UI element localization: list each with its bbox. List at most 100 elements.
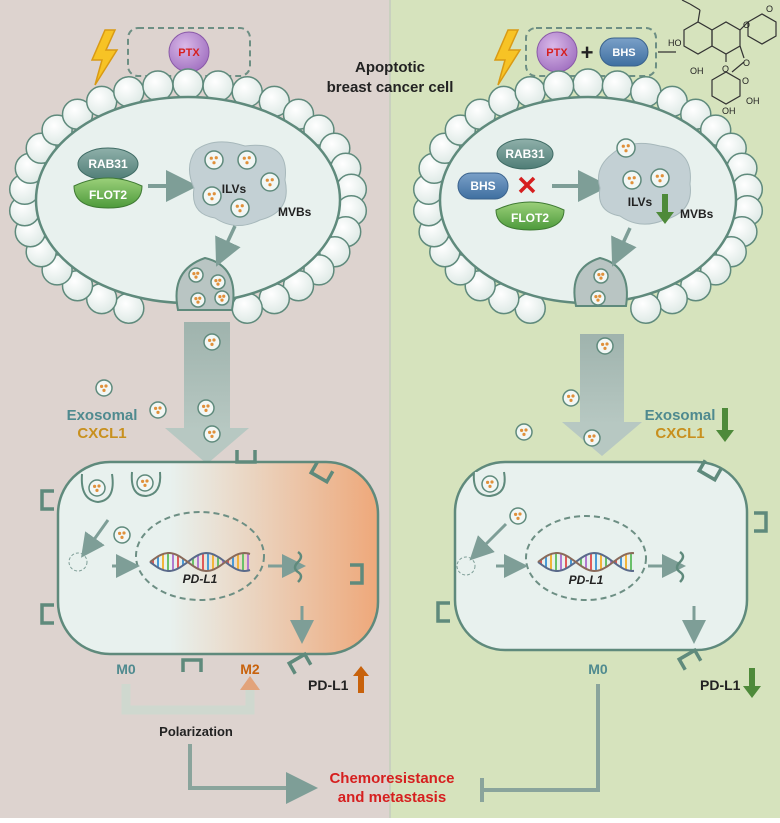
left-polarization-arrow: [121, 684, 255, 715]
exosome-vesicles: [88, 138, 670, 544]
right-arrow-internalize: [469, 522, 508, 561]
exosome-cargo: [208, 338, 212, 342]
exosome-cargo: [621, 144, 625, 148]
dna-strand: [537, 551, 635, 573]
right-bhs-inner-label: BHS: [470, 179, 495, 193]
dna-strand: [149, 551, 251, 573]
molecule-o-1: O: [722, 64, 729, 74]
exosome-cargo: [194, 275, 198, 279]
right-mrna-strand: [675, 550, 685, 583]
molecule-o-3: O: [743, 58, 750, 68]
right-exosomal-down-arrow: [716, 408, 734, 442]
exosome-cargo: [100, 384, 104, 388]
exosome: [149, 401, 167, 419]
right-internal-vesicle: [456, 556, 476, 576]
exosome-cargo: [655, 174, 659, 178]
pdl1-receptor: [350, 563, 364, 585]
exosome-cargo: [268, 183, 272, 187]
exosome-cargo: [212, 161, 216, 165]
exosome-cargo: [590, 438, 594, 442]
exosome: [214, 290, 230, 306]
exosome-cargo: [120, 535, 124, 540]
left-flot2-protein: [73, 177, 143, 209]
right-rab31-label: RAB31: [505, 147, 545, 161]
pdl1-receptor: [235, 450, 257, 464]
left-exosomal-label: Exosomal: [67, 407, 138, 424]
exosome-cargo: [240, 204, 244, 208]
exosome-cargo: [627, 176, 631, 180]
exosome-cargo: [93, 484, 97, 488]
right-flot2-label: FLOT2: [511, 211, 549, 225]
exosome: [616, 138, 636, 158]
exosome-cargo: [242, 156, 246, 160]
exosome-cargo: [156, 410, 160, 414]
exosome-cargo: [518, 512, 522, 516]
exosome: [197, 399, 215, 417]
exosome-cargo: [210, 197, 214, 201]
plus-sign: +: [581, 40, 594, 65]
left-cell-bubble-ring: [8, 68, 368, 324]
left-path-to-outcome: [188, 744, 318, 804]
inhibition-x-mark: [518, 176, 536, 194]
exosome-cargo: [214, 156, 218, 160]
pdl1-receptor: [181, 658, 203, 672]
exosome-cargo: [601, 272, 605, 276]
exosome-cargo: [522, 432, 526, 436]
left-release-arrowhead: [165, 428, 249, 464]
exosome: [188, 267, 204, 283]
right-lightning-icon: [493, 29, 522, 86]
right-cxcl1-label: CXCL1: [655, 425, 704, 442]
exosome-cargo: [630, 181, 634, 185]
outcome-line1: Chemoresistance: [329, 770, 454, 787]
molecule-oh-4: OH: [746, 96, 760, 106]
exosome-cargo: [204, 408, 208, 412]
pdl1-receptor: [676, 647, 703, 671]
right-pdl1-gene-label: PD-L1: [569, 573, 604, 587]
left-mrna-strand: [293, 550, 303, 583]
exosome: [136, 474, 154, 492]
exosome-cargo: [212, 338, 216, 342]
exosome: [593, 268, 609, 284]
right-m0-label: M0: [588, 661, 608, 677]
exosome-cargo: [488, 484, 492, 488]
right-rab31-protein: [496, 138, 554, 170]
exosome-cargo: [158, 406, 162, 410]
right-inhibition-path: [482, 684, 600, 792]
exosome-cargo: [624, 149, 628, 153]
pdl1-receptor: [308, 461, 335, 485]
exosome-cargo: [196, 300, 200, 304]
membrane-bubble: [172, 68, 204, 100]
exosome-cargo: [214, 279, 218, 283]
exosome: [204, 150, 224, 170]
exosome: [481, 475, 499, 493]
exosome: [515, 423, 533, 441]
left-flot2-label: FLOT2: [89, 188, 127, 202]
right-arrow-to-bud: [611, 227, 637, 267]
exosome-cargo: [270, 178, 274, 182]
left-cxcl1-label: CXCL1: [77, 425, 126, 442]
exosome-cargo: [141, 479, 145, 483]
exosome: [230, 198, 250, 218]
exosome: [95, 379, 113, 397]
dna-strand: [149, 551, 251, 573]
left-m0-label: M0: [116, 661, 136, 677]
exosome-cargo: [247, 156, 251, 160]
exosome-cargo: [632, 176, 636, 180]
exosome-cargo: [592, 434, 596, 438]
dna-strand: [537, 551, 635, 573]
exosome-cargo: [220, 298, 224, 302]
right-flot2-protein: [495, 201, 565, 231]
exosome-cargo: [597, 273, 601, 277]
pdl1-receptor: [40, 489, 54, 511]
exosome-cargo: [210, 342, 214, 346]
exosome-cargo: [104, 384, 108, 388]
left-dna-helix: [149, 551, 251, 573]
left-ptx-label: PTX: [178, 47, 200, 59]
right-bhs-label: BHS: [612, 47, 635, 59]
exosome: [190, 292, 206, 308]
caption-line2: breast cancer cell: [327, 79, 454, 96]
exosome-cargo: [626, 144, 630, 148]
left-arrow-to-bud: [215, 225, 241, 267]
exosome-cargo: [210, 434, 214, 438]
left-polarization-arrowhead: [240, 676, 260, 690]
